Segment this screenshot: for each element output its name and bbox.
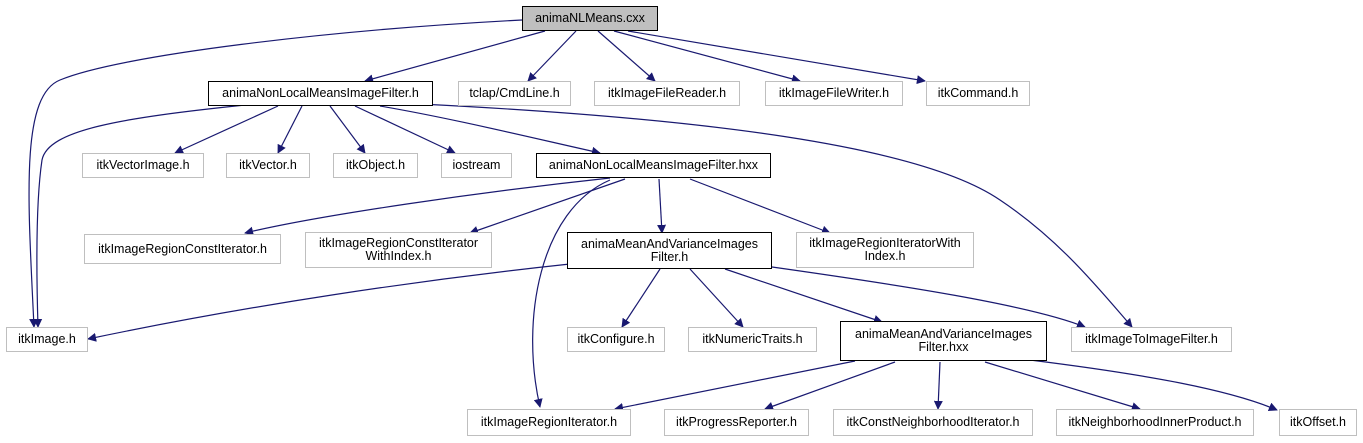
edge-mvh-to-imagetoimage bbox=[764, 265, 1086, 329]
node-animaMeanAndVarianceImagesFilter-hxx[interactable]: animaMeanAndVarianceImages Filter.hxx bbox=[840, 321, 1047, 361]
edge-nlmh-to-iostream bbox=[354, 105, 456, 154]
node-itkNeighborhoodInnerProduct-h: itkNeighborhoodInnerProduct.h bbox=[1056, 409, 1254, 436]
node-itkOffset-h: itkOffset.h bbox=[1279, 409, 1357, 436]
node-itkImageFileReader-h: itkImageFileReader.h bbox=[594, 81, 740, 106]
edge-nlmh-to-vectorimage bbox=[174, 105, 279, 154]
edge-cxx-to-writer bbox=[613, 30, 801, 84]
node-itkImageRegionConstIteratorWithIndex-h: itkImageRegionConstIterator WithIndex.h bbox=[305, 232, 492, 268]
node-animaMeanAndVarianceImagesFilter-h[interactable]: animaMeanAndVarianceImages Filter.h bbox=[567, 232, 772, 269]
edge-nlmhxx-to-regioniterwithindex bbox=[689, 178, 831, 235]
edge-mvhxx-to-constneighborhood bbox=[933, 361, 943, 410]
edge-cxx-to-reader bbox=[597, 30, 656, 82]
edge-nlmhxx-to-regionconstiterwithindex bbox=[469, 178, 626, 235]
node-itkVectorImage-h: itkVectorImage.h bbox=[82, 153, 204, 178]
edge-mvhxx-to-offset bbox=[1029, 359, 1278, 411]
edge-cxx-to-command bbox=[627, 30, 926, 85]
edge-mvh-to-itkImage bbox=[87, 263, 571, 342]
edge-mvh-to-configure bbox=[621, 268, 661, 328]
node-itkObject-h: itkObject.h bbox=[333, 153, 418, 178]
node-itkConfigure-h: itkConfigure.h bbox=[567, 327, 665, 352]
edge-mvh-to-numerictraits bbox=[689, 268, 744, 328]
edge-nlmh-to-vector bbox=[277, 105, 303, 154]
node-tclap-CmdLine-h: tclap/CmdLine.h bbox=[458, 81, 571, 106]
edge-mvhxx-to-innerproduct bbox=[984, 361, 1141, 411]
node-itkImageFileWriter-h: itkImageFileWriter.h bbox=[765, 81, 903, 106]
edge-mvhxx-to-progress bbox=[764, 361, 896, 411]
edge-mvhxx-to-regioniterator bbox=[614, 360, 856, 412]
node-itkImage-h: itkImage.h bbox=[6, 327, 88, 352]
node-itkProgressReporter-h: itkProgressReporter.h bbox=[664, 409, 809, 436]
edge-nlmh-to-object bbox=[329, 105, 366, 154]
edge-nlmh-to-nlm-hxx bbox=[379, 105, 601, 156]
node-itkCommand-h: itkCommand.h bbox=[926, 81, 1030, 106]
edge-cxx-to-itkImage bbox=[28, 19, 523, 328]
node-animaNonLocalMeansImageFilter-h[interactable]: animaNonLocalMeansImageFilter.h bbox=[208, 81, 433, 106]
node-itkNumericTraits-h: itkNumericTraits.h bbox=[688, 327, 817, 352]
node-itkConstNeighborhoodIterator-h: itkConstNeighborhoodIterator.h bbox=[833, 409, 1033, 436]
node-itkImageRegionConstIterator-h: itkImageRegionConstIterator.h bbox=[84, 234, 281, 264]
edge-nlmh-to-imagetoimage bbox=[419, 103, 1133, 328]
node-itkImageRegionIterator-h: itkImageRegionIterator.h bbox=[467, 409, 631, 436]
edge-cxx-to-tclap bbox=[527, 30, 577, 82]
edge-cxx-to-nlm-h bbox=[364, 30, 546, 84]
node-itkImageToImageFilter-h: itkImageToImageFilter.h bbox=[1071, 327, 1232, 352]
node-itkImageRegionIteratorWithIndex-h: itkImageRegionIteratorWith Index.h bbox=[796, 232, 974, 268]
edge-nlmhxx-to-meanvar-h bbox=[657, 178, 667, 234]
edge-nlmhxx-to-regioniterator bbox=[532, 179, 611, 408]
edge-nlmhxx-to-regionconstiter bbox=[244, 177, 611, 236]
node-iostream: iostream bbox=[441, 153, 512, 178]
node-animaNLMeans-cxx: animaNLMeans.cxx bbox=[522, 6, 658, 31]
edge-nlmh-to-itkImage bbox=[33, 104, 246, 328]
edge-mvh-to-mvhxx bbox=[724, 268, 883, 324]
node-itkVector-h: itkVector.h bbox=[226, 153, 310, 178]
node-animaNonLocalMeansImageFilter-hxx[interactable]: animaNonLocalMeansImageFilter.hxx bbox=[536, 153, 771, 178]
